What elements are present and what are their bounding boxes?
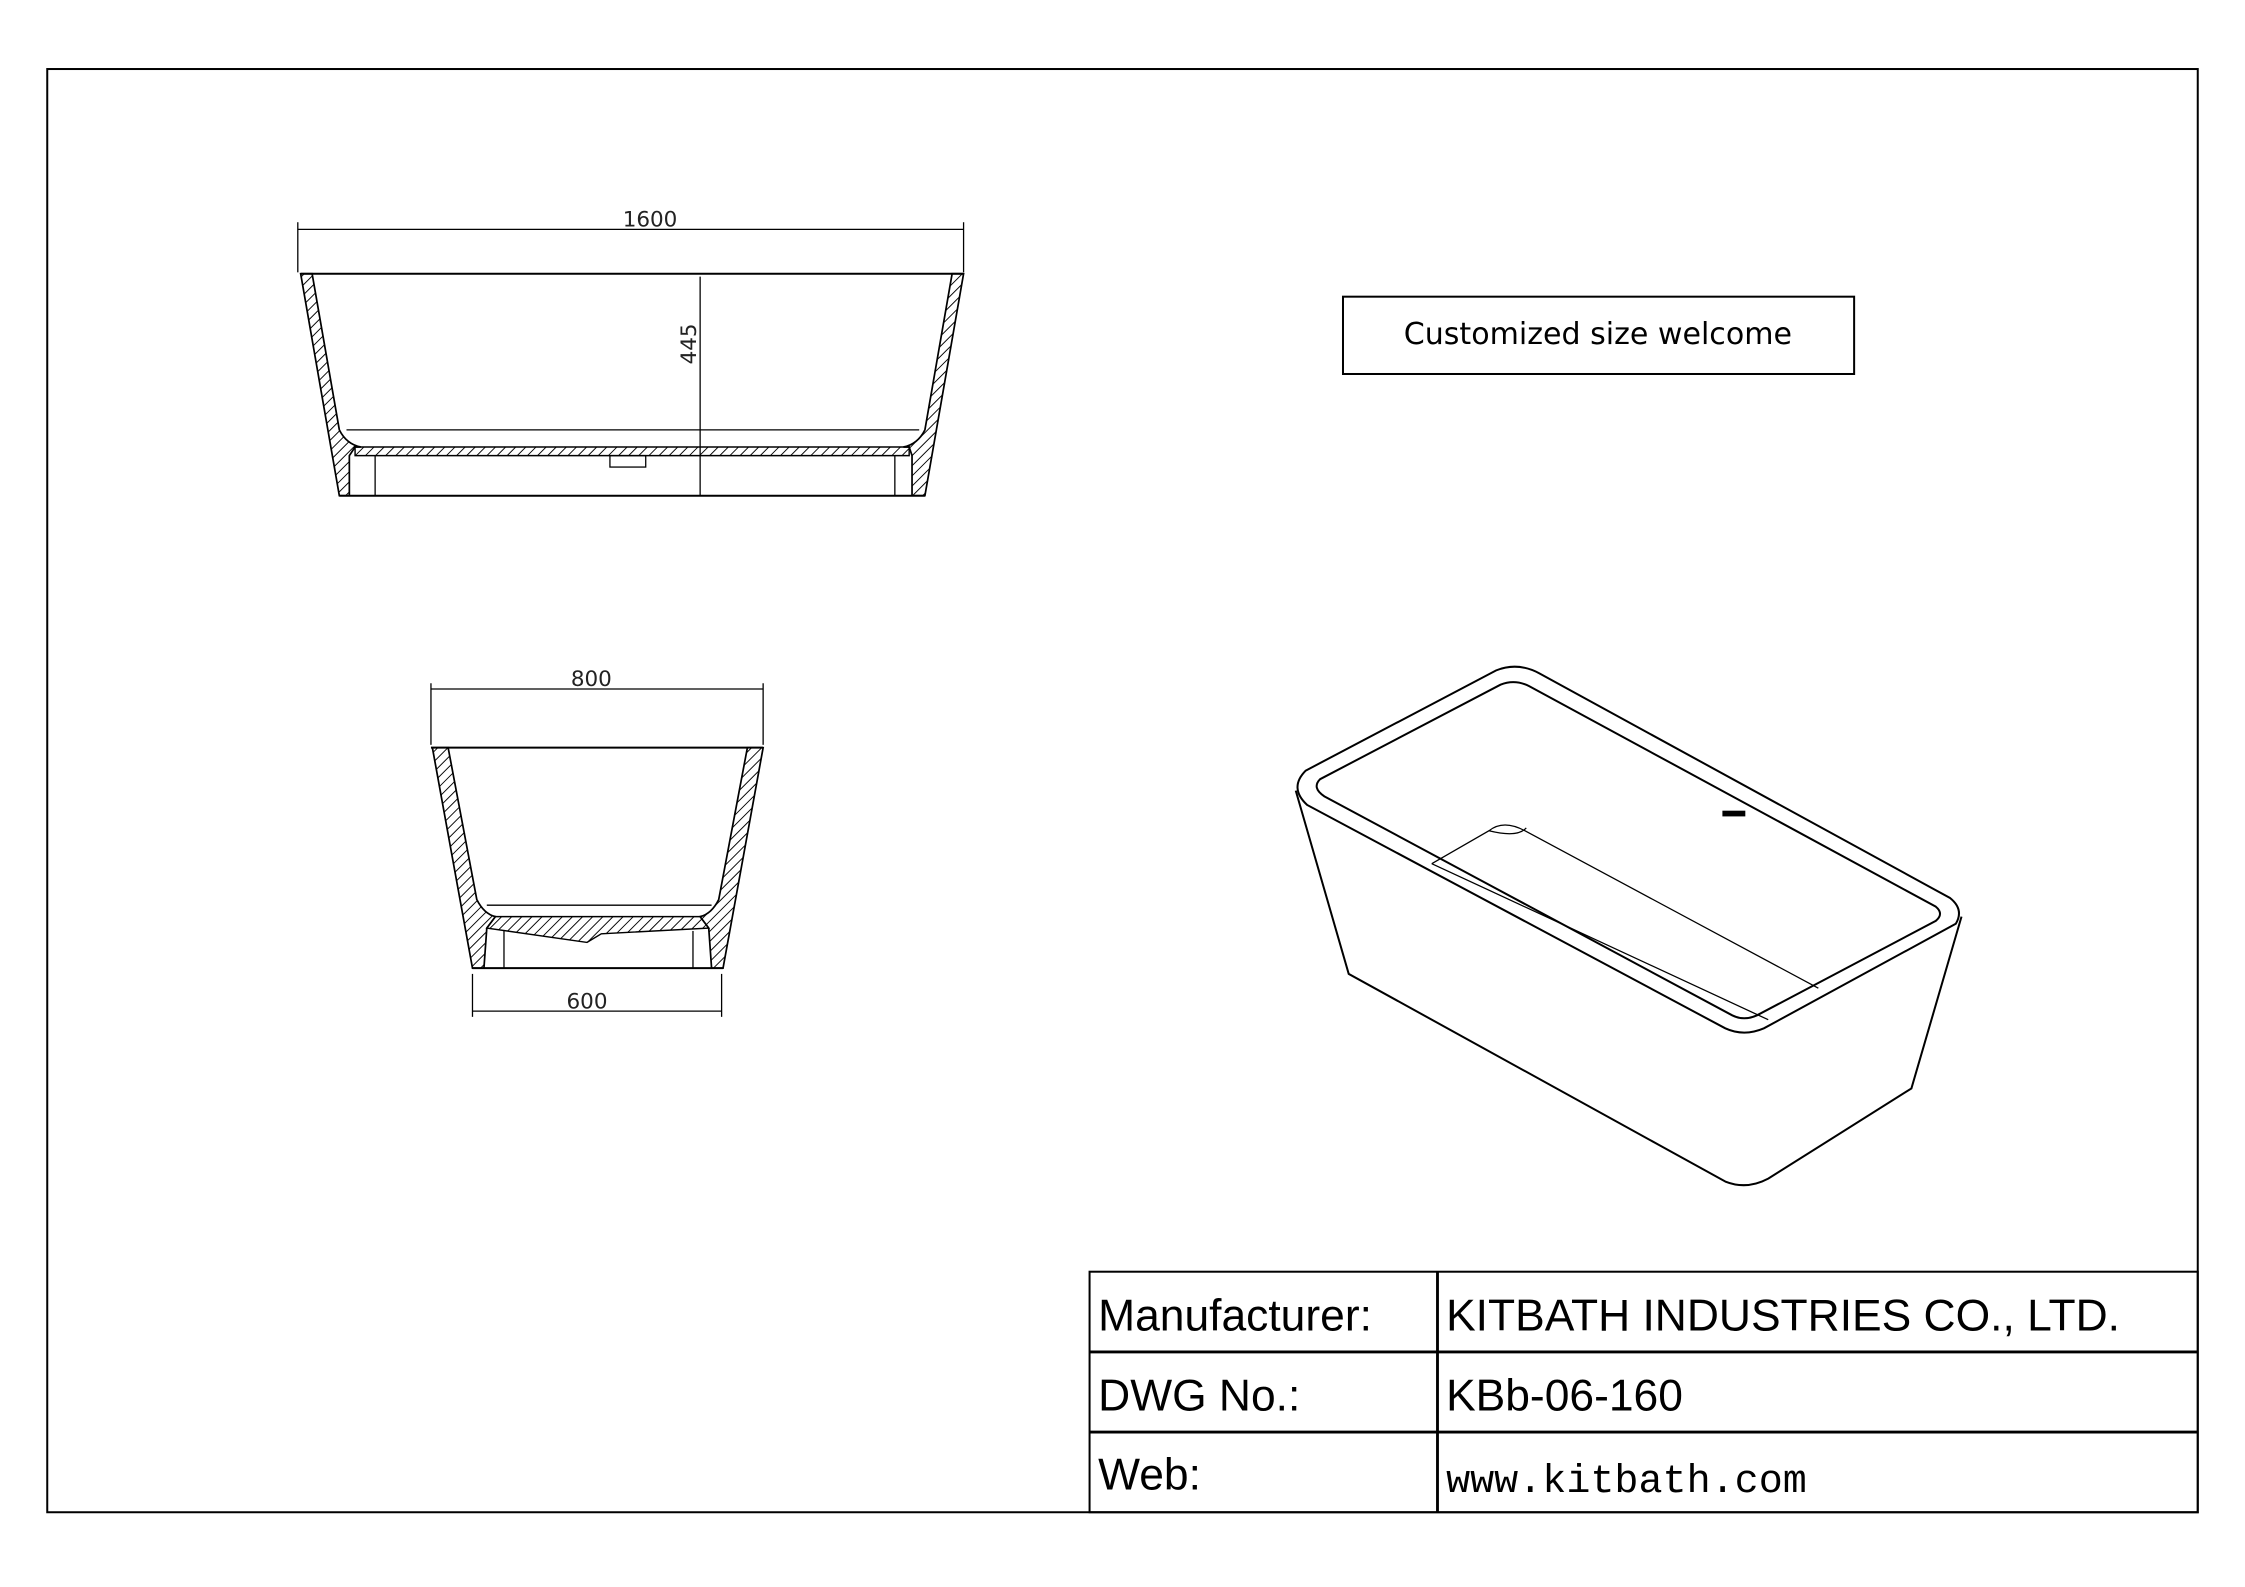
web-value: www.kitbath.com (1446, 1460, 1807, 1505)
base-width-dimension: 600 (567, 989, 608, 1014)
svg-text:Customized size welcome: Customized size welcome (1404, 317, 1792, 352)
custom-size-note: Customized size welcome (1341, 295, 1856, 375)
top-width-dimension: 800 (571, 667, 612, 692)
manufacturer-label: Manufacturer: (1098, 1291, 1372, 1340)
manufacturer-value: KITBATH INDUSTRIES CO., LTD. (1446, 1291, 2120, 1340)
title-block: Manufacturer: KITBATH INDUSTRIES CO., LT… (1088, 1270, 2199, 1514)
web-label: Web: (1098, 1450, 1201, 1499)
isometric-bathtub-view (1294, 665, 1963, 1187)
dwg-no-label: DWG No.: (1098, 1372, 1300, 1421)
side-view: 1600 445 (297, 208, 965, 497)
height-dimension: 445 (677, 323, 702, 364)
end-view: 800 600 (430, 667, 765, 1017)
overflow-icon (1722, 810, 1746, 817)
length-dimension: 1600 (623, 208, 678, 233)
dwg-no-value: KBb-06-160 (1446, 1372, 1683, 1421)
